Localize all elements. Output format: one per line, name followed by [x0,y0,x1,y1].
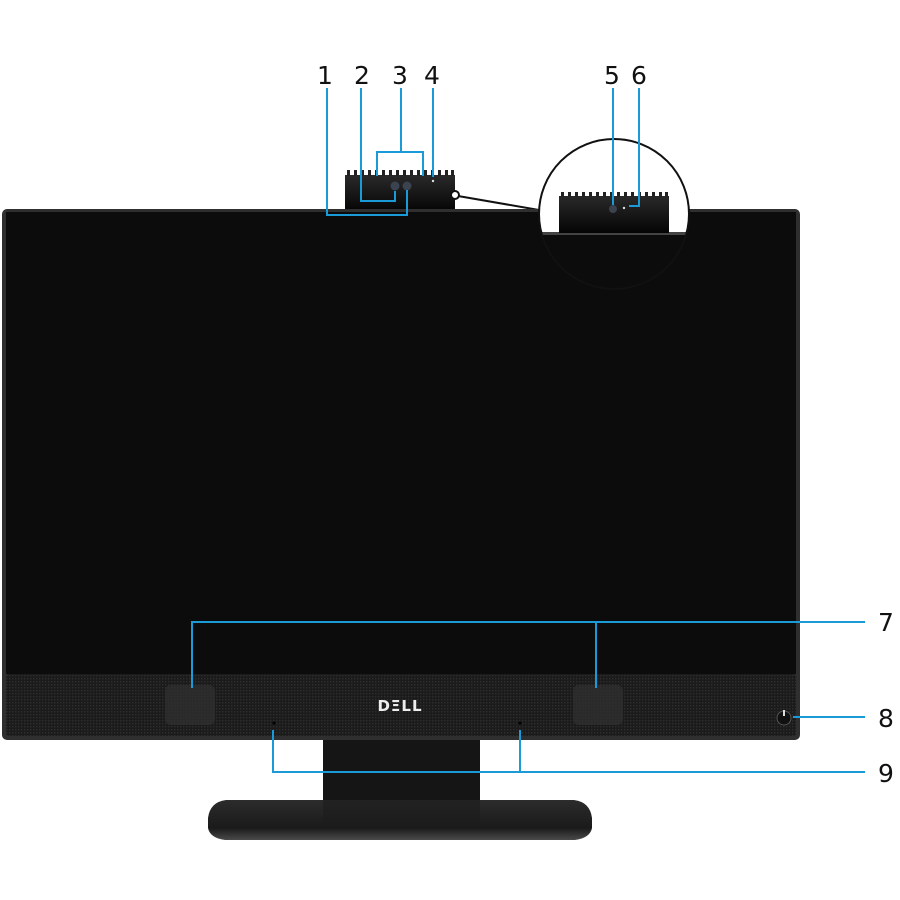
display: DΞLL [2,209,800,740]
callout-2: 2 [354,61,370,90]
stand [208,738,592,840]
callout-5: 5 [604,61,620,90]
dell-logo: DΞLL [377,697,422,715]
camera-status-light-icon [431,179,435,183]
microphone-right [518,721,522,725]
microphone-left [272,721,276,725]
camera-icon [402,181,412,191]
magnifier-inset [538,138,690,290]
callout-3: 3 [392,61,408,90]
callout-6: 6 [631,61,647,90]
callout-9: 9 [878,759,894,788]
camera-module [345,170,540,211]
callout-1: 1 [317,61,333,90]
ir-camera-icon [390,181,400,191]
privacy-camera-icon [609,205,617,213]
callout-8: 8 [878,704,894,733]
callout-lines [191,88,865,773]
speaker-right [573,685,623,725]
callout-7: 7 [878,608,894,637]
callout-numbers: 1 2 3 4 5 6 7 8 9 [317,61,894,788]
speaker-left [165,685,215,725]
callout-4: 4 [424,61,440,90]
